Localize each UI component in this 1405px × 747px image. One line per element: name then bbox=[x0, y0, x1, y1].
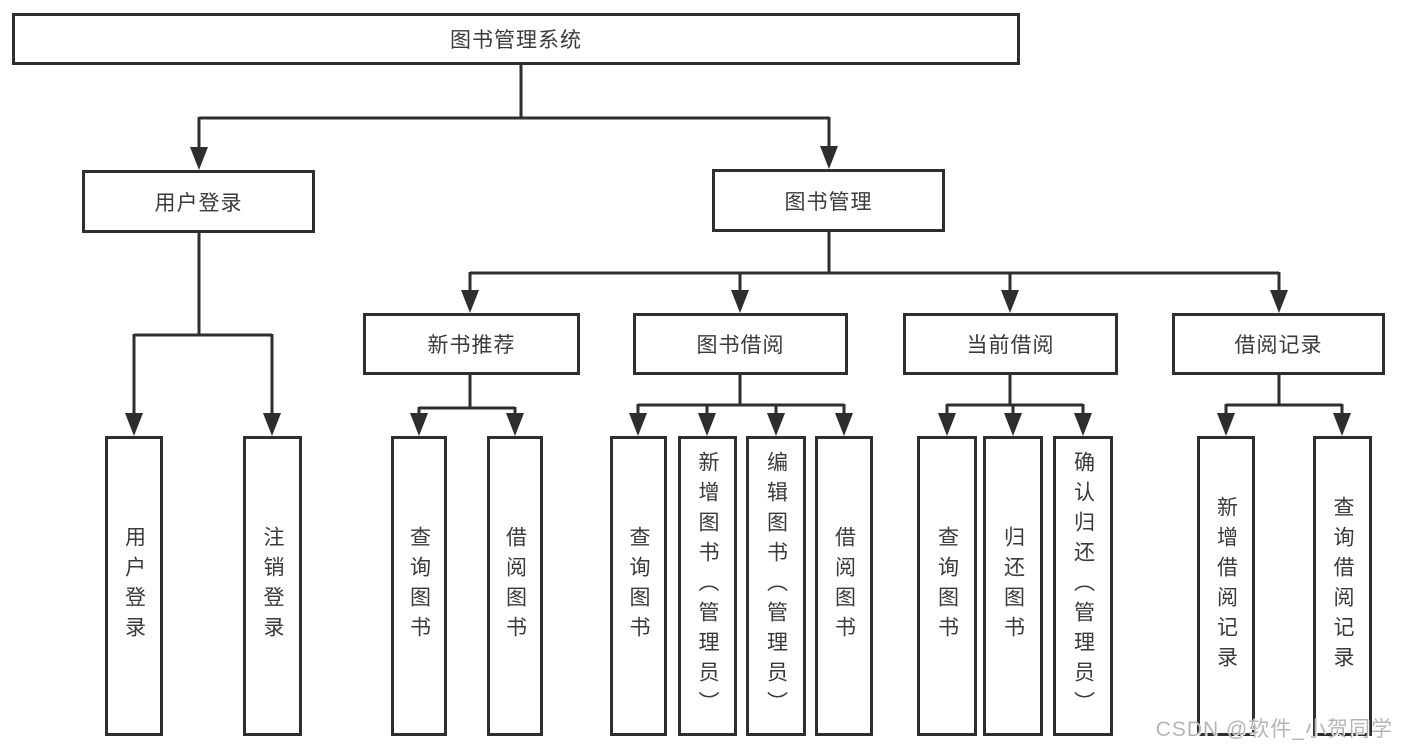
node-label: 编辑图书（管理员） bbox=[764, 451, 788, 721]
leaf-confirm-return-admin: 确认归还（管理员） bbox=[1053, 436, 1113, 736]
leaf-query-books-recommend: 查询图书 bbox=[391, 436, 447, 736]
leaf-user-login: 用户登录 bbox=[105, 436, 163, 736]
node-label: 注销登录 bbox=[261, 526, 284, 646]
node-label: 查询借阅记录 bbox=[1331, 496, 1354, 676]
node-label: 当前借阅 bbox=[966, 334, 1055, 357]
node-label: 图书借阅 bbox=[696, 334, 785, 357]
csdn-watermark: CSDN @软件_小贺同学 bbox=[1155, 718, 1393, 741]
leaf-borrow-books-recommend: 借阅图书 bbox=[487, 436, 543, 736]
node-label: 新增借阅记录 bbox=[1214, 496, 1238, 676]
node-label: 查询图书 bbox=[407, 526, 431, 646]
node-label: 新书推荐 bbox=[427, 334, 516, 357]
node-label: 借阅记录 bbox=[1234, 334, 1323, 357]
leaf-edit-book-admin: 编辑图书（管理员） bbox=[746, 436, 806, 736]
node-label: 借阅图书 bbox=[503, 526, 527, 646]
leaf-borrow-books: 借阅图书 bbox=[815, 436, 873, 736]
node-user-login: 用户登录 bbox=[82, 170, 315, 233]
node-label: 借阅图书 bbox=[832, 526, 856, 646]
node-label: 用户登录 bbox=[122, 526, 146, 646]
node-label: 图书管理系统 bbox=[450, 29, 582, 52]
node-root-library-system: 图书管理系统 bbox=[12, 13, 1020, 65]
node-new-book-recommend: 新书推荐 bbox=[363, 313, 580, 375]
leaf-query-books-current: 查询图书 bbox=[917, 436, 977, 736]
node-book-management: 图书管理 bbox=[712, 169, 945, 232]
node-label: 查询图书 bbox=[935, 526, 959, 646]
leaf-return-books: 归还图书 bbox=[983, 436, 1043, 736]
leaf-query-borrow-record: 查询借阅记录 bbox=[1313, 436, 1372, 736]
node-label: 归还图书 bbox=[1001, 526, 1025, 646]
node-label: 用户登录 bbox=[154, 191, 243, 215]
node-current-borrowing: 当前借阅 bbox=[903, 313, 1118, 375]
node-label: 新增图书（管理员） bbox=[696, 451, 719, 721]
node-label: 查询图书 bbox=[627, 526, 650, 646]
node-book-borrowing: 图书借阅 bbox=[633, 313, 848, 375]
leaf-query-books-borrowing: 查询图书 bbox=[610, 436, 667, 736]
leaf-add-book-admin: 新增图书（管理员） bbox=[678, 436, 737, 736]
leaf-logout: 注销登录 bbox=[243, 436, 302, 736]
leaf-add-borrow-record: 新增借阅记录 bbox=[1197, 436, 1255, 736]
node-label: 确认归还（管理员） bbox=[1071, 451, 1095, 721]
node-label: 图书管理 bbox=[784, 190, 873, 214]
node-borrow-records: 借阅记录 bbox=[1172, 313, 1385, 375]
